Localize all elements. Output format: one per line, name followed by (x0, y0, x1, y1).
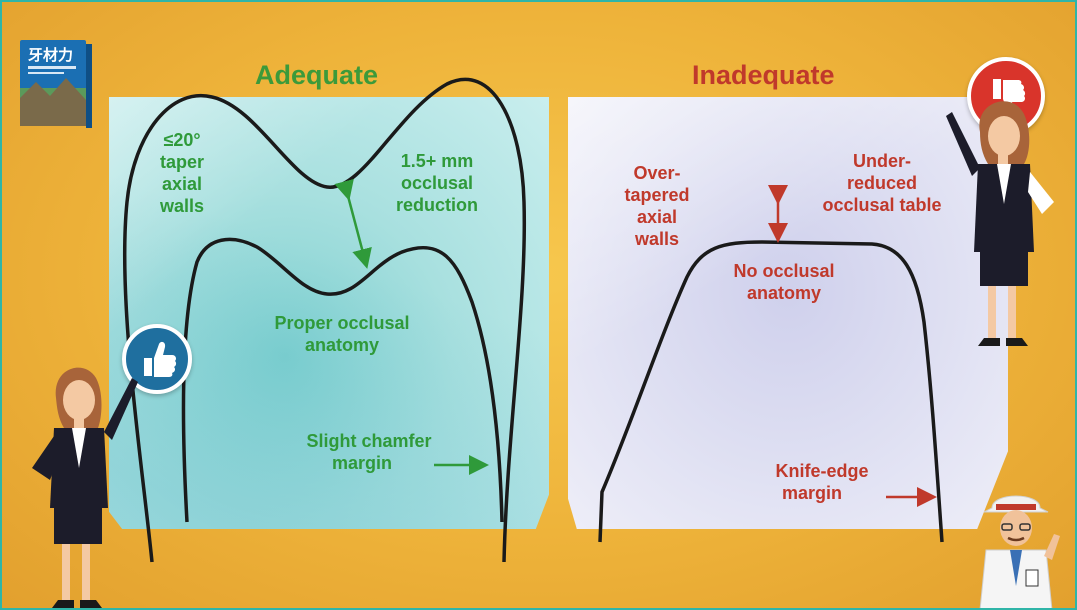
woman-thumbs-up-figure (24, 358, 144, 610)
doctor-figure (974, 486, 1064, 610)
woman-thumbs-down-figure (942, 92, 1062, 352)
knife-edge-label: Knife-edge margin (747, 460, 897, 504)
adequate-prep-outline (183, 239, 502, 522)
proper-anatomy-label: Proper occlusal anatomy (242, 312, 442, 356)
over-tapered-label: Over- tapered axial walls (617, 162, 697, 250)
reduction-label: 1.5+ mm occlusal reduction (372, 150, 502, 216)
taper-label: ≤20° taper axial walls (152, 129, 212, 217)
no-anatomy-label: No occlusal anatomy (714, 260, 854, 304)
chamfer-margin-label: Slight chamfer margin (284, 430, 454, 474)
reduction-arrow (348, 196, 366, 264)
